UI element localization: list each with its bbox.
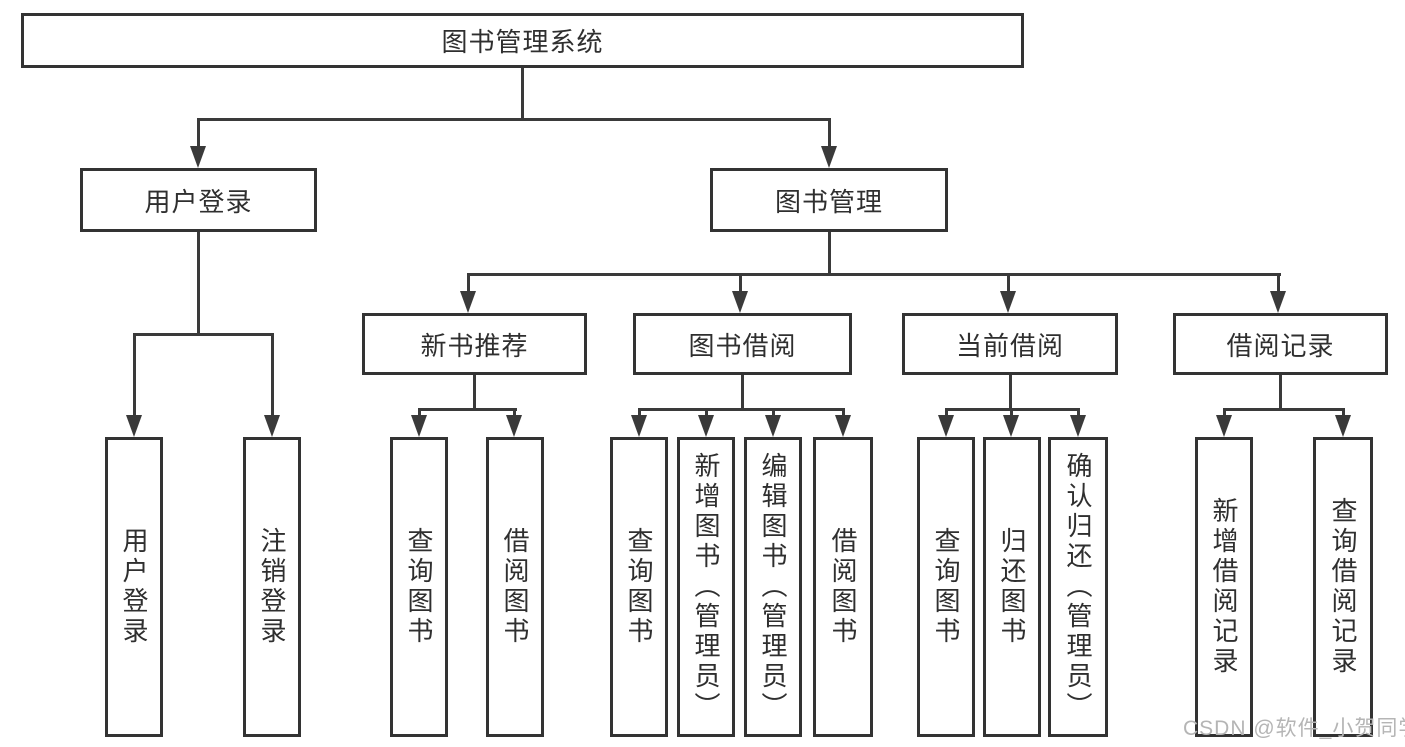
connector-line xyxy=(133,333,136,419)
leaf-logout-login: 注销登录 xyxy=(243,437,301,737)
connector-line xyxy=(1009,375,1012,411)
leaf-cb-confirm-return-admin-label: 确认归还（管理员） xyxy=(1063,452,1093,722)
leaf-nbr-borrow-books-label: 借阅图书 xyxy=(500,527,530,647)
leaf-bb-query-books: 查询图书 xyxy=(610,437,668,737)
connector-line xyxy=(705,408,708,420)
connector-line xyxy=(741,375,744,411)
leaf-user-login: 用户登录 xyxy=(105,437,163,737)
connector-line xyxy=(828,232,831,276)
arrow-down-icon xyxy=(835,415,851,437)
connector-line xyxy=(739,273,742,295)
arrow-down-icon xyxy=(1335,415,1351,437)
arrow-down-icon xyxy=(411,415,427,437)
connector-line xyxy=(1223,408,1345,411)
arrow-down-icon xyxy=(1270,291,1286,313)
connector-line xyxy=(271,333,274,419)
connector-line xyxy=(133,333,274,336)
leaf-cb-query-books-label: 查询图书 xyxy=(931,527,961,647)
arrow-down-icon xyxy=(1070,415,1086,437)
arrow-down-icon xyxy=(190,146,206,168)
node-current-borrowing: 当前借阅 xyxy=(902,313,1118,375)
leaf-br-add-record: 新增借阅记录 xyxy=(1195,437,1253,737)
arrow-down-icon xyxy=(1003,415,1019,437)
leaf-bb-edit-books-admin-label: 编辑图书（管理员） xyxy=(758,452,788,722)
arrow-down-icon xyxy=(506,415,522,437)
connector-line xyxy=(1277,273,1280,295)
connector-line xyxy=(772,408,775,420)
connector-line xyxy=(945,408,948,420)
connector-line xyxy=(638,408,845,411)
leaf-user-login-label: 用户登录 xyxy=(119,527,149,647)
connector-line xyxy=(418,408,517,411)
leaf-nbr-query-books: 查询图书 xyxy=(390,437,448,737)
arrow-down-icon xyxy=(698,415,714,437)
connector-line xyxy=(1223,408,1226,420)
node-borrowing-records: 借阅记录 xyxy=(1173,313,1388,375)
leaf-bb-edit-books-admin: 编辑图书（管理员） xyxy=(744,437,802,737)
leaf-cb-confirm-return-admin: 确认归还（管理员） xyxy=(1048,437,1108,737)
arrow-down-icon xyxy=(460,291,476,313)
leaf-br-add-record-label: 新增借阅记录 xyxy=(1209,497,1239,677)
node-book-management: 图书管理 xyxy=(710,168,948,232)
connector-line xyxy=(842,408,845,420)
connector-line xyxy=(828,118,831,150)
leaf-br-query-record-label: 查询借阅记录 xyxy=(1328,497,1358,677)
leaf-bb-add-books-admin-label: 新增图书（管理员） xyxy=(691,452,721,722)
arrow-down-icon xyxy=(631,415,647,437)
connector-line xyxy=(1007,273,1010,295)
watermark: CSDN @软件_小贺同学 xyxy=(1183,717,1405,740)
leaf-br-query-record: 查询借阅记录 xyxy=(1313,437,1373,737)
connector-line xyxy=(1342,408,1345,420)
connector-line xyxy=(197,118,200,150)
node-new-book-recommend: 新书推荐 xyxy=(362,313,587,375)
node-book-borrowing: 图书借阅 xyxy=(633,313,852,375)
arrow-down-icon xyxy=(1216,415,1232,437)
connector-line xyxy=(197,118,831,121)
connector-line xyxy=(638,408,641,420)
connector-line xyxy=(197,232,200,336)
arrow-down-icon xyxy=(938,415,954,437)
leaf-bb-borrow-books: 借阅图书 xyxy=(813,437,873,737)
connector-line xyxy=(513,408,516,420)
connector-line xyxy=(418,408,421,420)
leaf-cb-query-books: 查询图书 xyxy=(917,437,975,737)
leaf-nbr-query-books-label: 查询图书 xyxy=(404,527,434,647)
arrow-down-icon xyxy=(264,415,280,437)
leaf-cb-return-books-label: 归还图书 xyxy=(997,527,1027,647)
node-root: 图书管理系统 xyxy=(21,13,1024,68)
connector-line xyxy=(473,375,476,411)
leaf-bb-query-books-label: 查询图书 xyxy=(624,527,654,647)
arrow-down-icon xyxy=(732,291,748,313)
arrow-down-icon xyxy=(126,415,142,437)
leaf-logout-login-label: 注销登录 xyxy=(257,527,287,647)
arrow-down-icon xyxy=(765,415,781,437)
leaf-cb-return-books: 归还图书 xyxy=(983,437,1041,737)
connector-line xyxy=(521,68,524,121)
connector-line xyxy=(467,273,1281,276)
leaf-nbr-borrow-books: 借阅图书 xyxy=(486,437,544,737)
arrow-down-icon xyxy=(1000,291,1016,313)
connector-line xyxy=(1279,375,1282,411)
arrow-down-icon xyxy=(821,146,837,168)
leaf-bb-add-books-admin: 新增图书（管理员） xyxy=(677,437,735,737)
connector-line xyxy=(1077,408,1080,420)
connector-line xyxy=(467,273,470,295)
node-user-login: 用户登录 xyxy=(80,168,317,232)
leaf-bb-borrow-books-label: 借阅图书 xyxy=(828,527,858,647)
connector-line xyxy=(1010,408,1013,420)
